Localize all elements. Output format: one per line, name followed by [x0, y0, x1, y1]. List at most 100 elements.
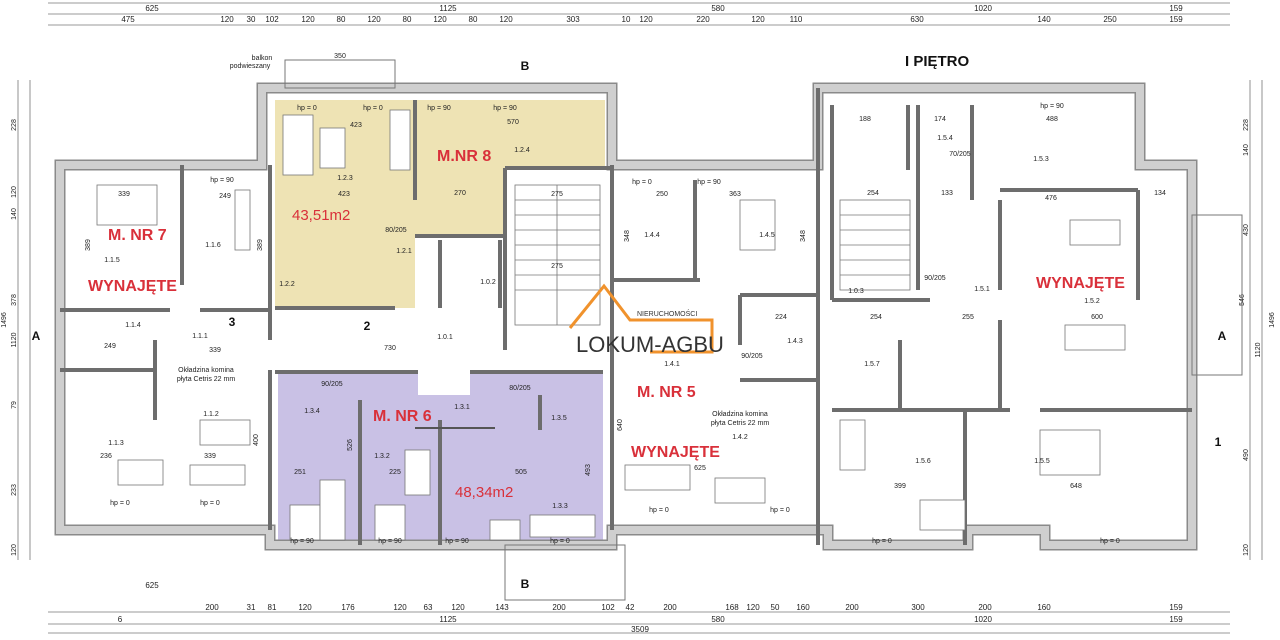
- room-dim: 236: [100, 453, 112, 460]
- hp-label: hp = 0: [1100, 538, 1120, 545]
- room-dim: 488: [1046, 116, 1058, 123]
- interior-walls: [60, 88, 1192, 545]
- logo-roof-icon: [568, 283, 714, 354]
- hp-label: hp = 0: [632, 179, 652, 186]
- room-dim: 250: [656, 191, 668, 198]
- room-dim: 526: [347, 439, 354, 451]
- room-code: 1.5.2: [1084, 298, 1100, 305]
- room-dim: 570: [507, 119, 519, 126]
- room-dim: 348: [800, 230, 807, 242]
- dimensions-side: 228 140 120 378 1120 1496 79 233 120 228…: [1, 119, 1276, 556]
- door-dim: 70/205: [949, 151, 971, 158]
- furniture: [96, 109, 1126, 541]
- room-dim: 275: [551, 191, 563, 198]
- hp-label: hp = 0: [200, 500, 220, 507]
- room-dim: 493: [585, 464, 592, 476]
- dimensions-top-row2: 475 120 30 102 120 80 120 80 120 80 120 …: [121, 15, 1183, 24]
- room-dim: 640: [617, 419, 624, 431]
- dim-label: 140: [1037, 15, 1051, 24]
- room-dim: 348: [624, 230, 631, 242]
- room-code: 1.3.2: [374, 453, 390, 460]
- room-dim: 476: [1045, 195, 1057, 202]
- dim-label: 1120: [1255, 342, 1262, 357]
- dim-label: 200: [552, 603, 566, 612]
- dim-label: 6: [118, 615, 123, 624]
- room-dimensions: 423 423 570 270 275 275 730 339 249 249 …: [85, 116, 1166, 490]
- room-code: 1.2.1: [396, 248, 412, 255]
- dim-label: 120: [1243, 544, 1250, 556]
- hp-label: hp = 90: [697, 179, 721, 186]
- apartment-7-status: WYNAJĘTE: [88, 278, 177, 295]
- dimensions-bottom-row2: 625 6 1125 580 1020 159 3509: [118, 581, 1183, 634]
- room-code: 1.4.4: [644, 232, 660, 239]
- dim-label: 120: [11, 544, 18, 556]
- balcony-top: balkon podwieszany 350: [230, 53, 396, 89]
- room-dim: 251: [294, 469, 306, 476]
- room-dim: 505: [515, 469, 527, 476]
- room-dim: 423: [338, 191, 350, 198]
- room-dim: 275: [551, 263, 563, 270]
- dim-label: 160: [796, 603, 810, 612]
- room-code: 1.1.5: [104, 257, 120, 264]
- dim-label: 200: [978, 603, 992, 612]
- room-dim: 423: [350, 122, 362, 129]
- dim-label: 159: [1169, 603, 1183, 612]
- room-dim: 225: [389, 469, 401, 476]
- room-dim: 363: [729, 191, 741, 198]
- dim-label: 120: [451, 603, 465, 612]
- room-code: 1.1.3: [108, 440, 124, 447]
- balcony-label: podwieszany: [230, 63, 271, 70]
- apartment-6-label: M. NR 6: [373, 408, 432, 425]
- room-code: 1.3.3: [552, 503, 568, 510]
- room-dim: 133: [941, 190, 953, 197]
- room-code: 1.4.5: [759, 232, 775, 239]
- door-dim: 90/205: [741, 353, 763, 360]
- door-dim: 80/205: [385, 227, 407, 234]
- apartment-5-label: M. NR 5: [637, 384, 696, 401]
- room-code: 1.1.6: [205, 242, 221, 249]
- room-dim: 625: [694, 465, 706, 472]
- room-dim: 188: [859, 116, 871, 123]
- dim-label: 630: [910, 15, 924, 24]
- dim-label: 120: [746, 603, 760, 612]
- dim-label: 475: [121, 15, 135, 24]
- section-mark-b: B: [521, 577, 530, 591]
- logo-subtitle: NIERUCHOMOŚCI: [637, 309, 697, 318]
- room-code: 1.1.2: [203, 411, 219, 418]
- dim-total: 3509: [631, 625, 649, 634]
- room-dim: 249: [219, 193, 231, 200]
- balcony-right: [1191, 214, 1243, 376]
- room-dim: 339: [209, 347, 221, 354]
- balcony-bottom: [504, 544, 626, 601]
- dim-label: 580: [711, 4, 725, 13]
- dim-label: 490: [1243, 449, 1250, 461]
- chimney-note-line: Okładzina komina: [712, 411, 768, 418]
- balcony-label: balkon: [252, 55, 273, 62]
- dim-label: 233: [11, 484, 18, 496]
- dim-label: 200: [663, 603, 677, 612]
- dim-label: 1120: [11, 332, 18, 347]
- apartment-6-area: 48,34m2: [455, 484, 513, 501]
- dim-label: 102: [601, 603, 615, 612]
- dim-label: 200: [845, 603, 859, 612]
- room-dim: 600: [1091, 314, 1103, 321]
- hp-label: hp = 90: [427, 105, 451, 112]
- room-dim: 249: [104, 343, 116, 350]
- room-code: 1.4.1: [664, 361, 680, 368]
- apartment-right-status: WYNAJĘTE: [1036, 275, 1125, 292]
- room-code: 1.4.2: [732, 434, 748, 441]
- room-dim: 254: [867, 190, 879, 197]
- room-code: 1.3.4: [304, 408, 320, 415]
- chimney-note-line: płyta Cetris 22 mm: [711, 420, 770, 427]
- dimensions-top-row1: 625 1125 580 1020 159: [145, 4, 1183, 13]
- room-code: 1.2.4: [514, 147, 530, 154]
- section-mark-b: B: [521, 59, 530, 73]
- apartment-5-status: WYNAJĘTE: [631, 444, 720, 461]
- dim-label: 120: [220, 15, 234, 24]
- dim-label: 168: [725, 603, 739, 612]
- room-code: 1.0.3: [848, 288, 864, 295]
- door-dim: 90/205: [924, 275, 946, 282]
- room-code: 1.1.4: [125, 322, 141, 329]
- room-dim: 339: [204, 453, 216, 460]
